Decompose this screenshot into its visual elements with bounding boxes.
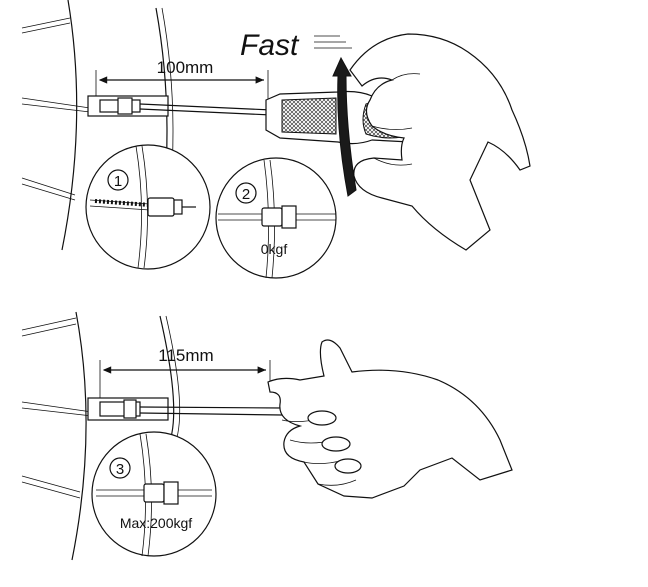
- dimension-115mm: 115mm: [99, 346, 271, 398]
- speed-indicator: Fast: [240, 29, 352, 62]
- hand-bottom: [267, 339, 513, 499]
- top-scene: 100mm Fast: [21, 0, 531, 279]
- step-3-reading: Max:200kgf: [120, 515, 192, 531]
- step-3-number: 3: [116, 461, 124, 478]
- step-2-badge: [235, 182, 257, 204]
- tool-shaft: [87, 95, 273, 117]
- dimension-label-bottom: 115mm: [158, 346, 213, 365]
- tool-shaft-bottom: [87, 397, 283, 421]
- hand-top: [349, 33, 531, 251]
- detail-circle-1: 1: [85, 144, 211, 270]
- dimension-100mm: 100mm: [95, 58, 269, 100]
- rotation-arrow: [332, 56, 357, 197]
- step-3-badge: [109, 457, 131, 479]
- bottom-scene: 115mm 3 Max:200kgf: [21, 311, 513, 561]
- step-1-number: 1: [114, 173, 122, 190]
- fast-label: Fast: [240, 29, 300, 62]
- rim-arc-outer: [61, 0, 78, 251]
- detail-circle-2: 2 0kgf: [215, 157, 337, 279]
- rim-arc-outer-bottom: [71, 311, 87, 561]
- step-2-reading: 0kgf: [261, 241, 288, 257]
- step-2-number: 2: [242, 186, 250, 203]
- step-1-badge: [107, 169, 129, 191]
- dimension-label: 100mm: [157, 58, 214, 77]
- detail-circle-3: 3 Max:200kgf: [91, 431, 217, 557]
